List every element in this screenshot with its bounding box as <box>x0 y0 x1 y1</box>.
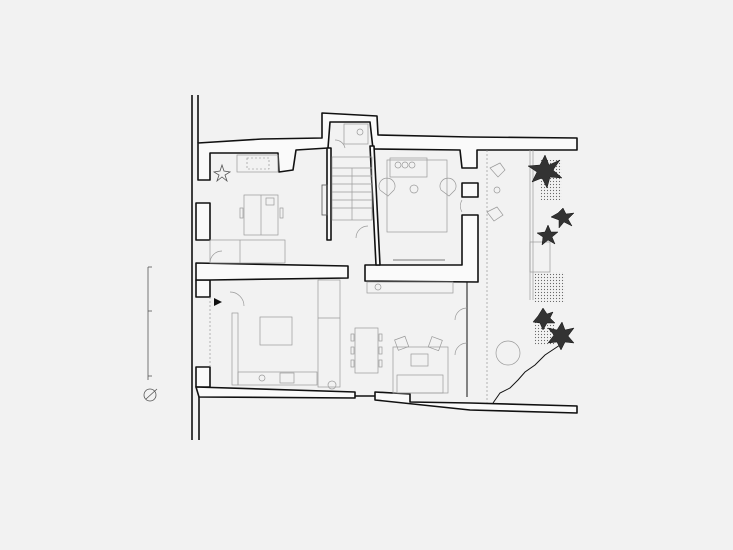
sofa <box>396 374 444 394</box>
plant-icon <box>527 154 563 189</box>
left-boundary <box>191 95 200 440</box>
left-wall-segment <box>195 202 211 241</box>
kitchen-counter <box>237 371 318 386</box>
plant-icon <box>547 321 575 351</box>
plant-icon <box>212 163 232 183</box>
left-wall-segment <box>195 366 211 388</box>
garden-edge <box>492 344 561 404</box>
coffee-table <box>410 353 429 367</box>
study-room <box>209 154 286 264</box>
dining-table <box>354 327 379 374</box>
bottom-wall-left <box>195 386 356 399</box>
plant-icon <box>550 207 575 229</box>
wc <box>343 123 369 145</box>
staircase <box>321 123 373 221</box>
top-exterior-wall <box>197 112 578 181</box>
bed <box>386 159 448 233</box>
island <box>259 316 293 346</box>
bedroom-wall-block <box>461 182 479 198</box>
armchair <box>378 177 396 197</box>
kitchen-living <box>209 279 454 394</box>
scale-bar-icon <box>147 266 152 380</box>
shelving <box>317 279 341 388</box>
stair-left-wall <box>326 147 332 241</box>
bedroom <box>378 157 457 261</box>
door-swings <box>209 139 468 356</box>
north-arrow-icon <box>143 388 158 402</box>
counter <box>366 281 454 294</box>
plant-icon <box>532 307 556 331</box>
garden <box>486 154 575 366</box>
sideboard <box>236 154 279 173</box>
armchair <box>439 177 457 197</box>
bottom-wall-right <box>374 391 578 414</box>
stair-right-wall <box>369 145 381 266</box>
middle-wall-left <box>195 262 349 281</box>
left-wall-segment <box>195 279 211 298</box>
garden-table <box>495 340 521 366</box>
entrance-arrow-icon <box>214 298 222 306</box>
middle-wall-right <box>364 214 479 283</box>
sofa <box>389 157 428 178</box>
plant-icon <box>536 224 559 246</box>
cabinets <box>209 239 286 264</box>
